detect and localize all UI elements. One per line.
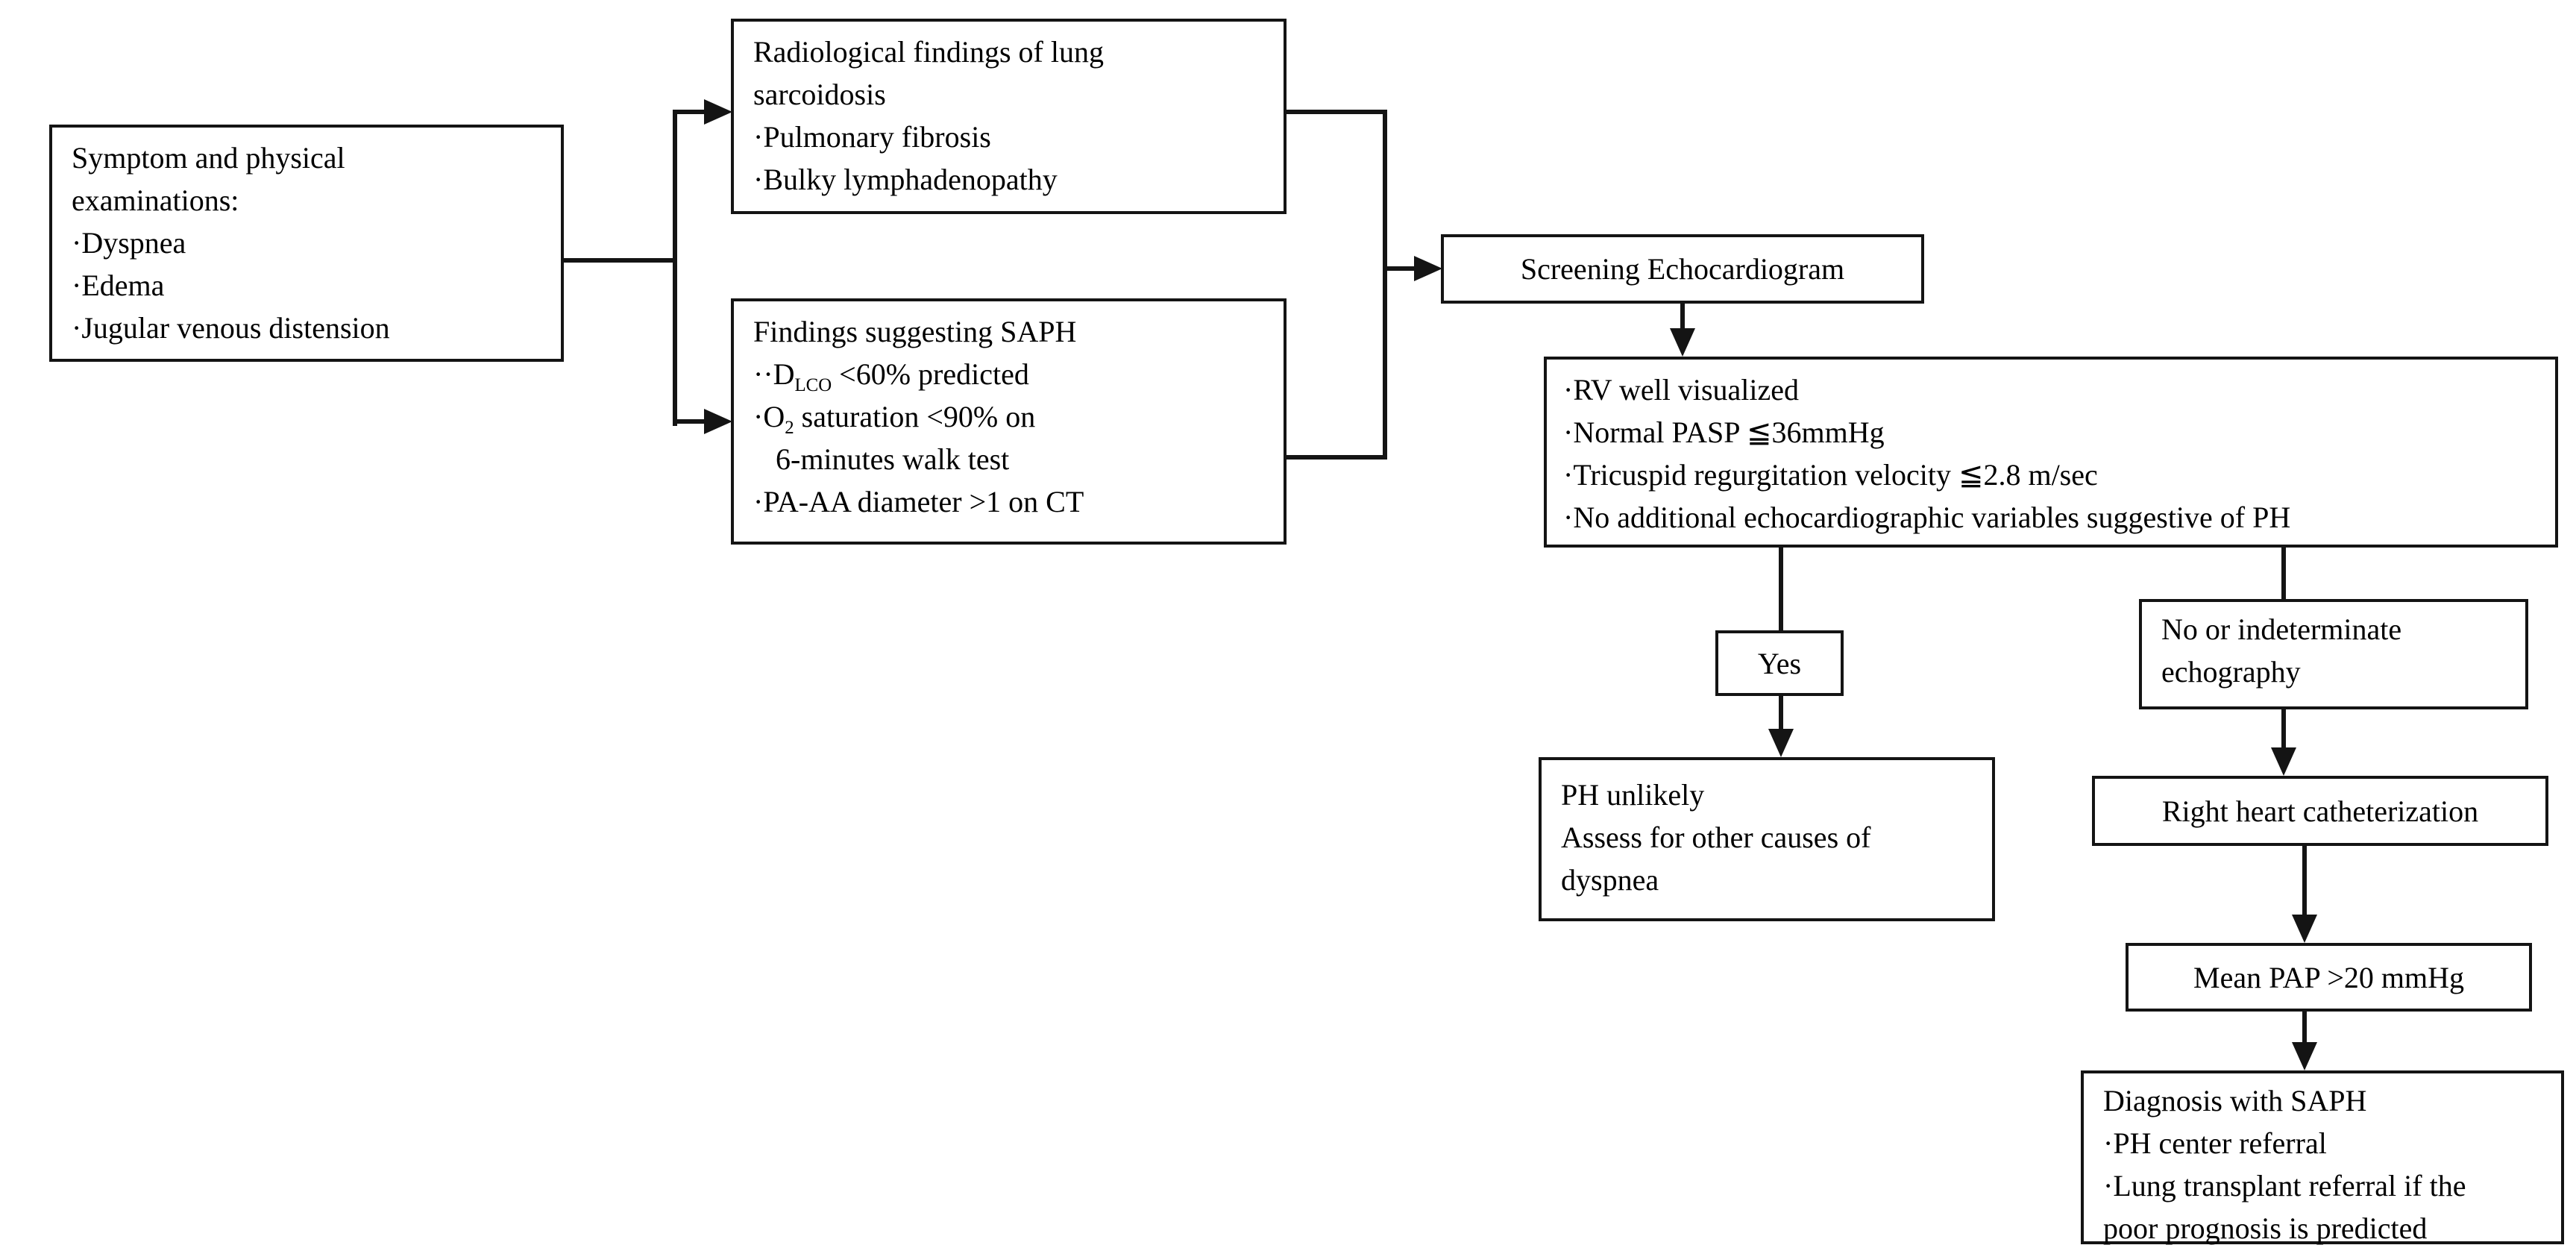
box-text-line: sarcoidosis (753, 78, 886, 111)
box-text-line: ·Jugular venous distension (72, 311, 390, 345)
connector-to-radiological (673, 110, 706, 114)
box-diagnosis-with-saph: Diagnosis with SAPH ·PH center referral ·L… (2081, 1070, 2564, 1245)
box-text-line: ·Pulmonary fibrosis (753, 120, 991, 154)
box-text-line: ·O2 saturation <90% on (753, 400, 1036, 438)
connector-symptoms-out (564, 258, 677, 263)
box-findings-suggesting-saph: Findings suggesting SAPH ··DLCO <60% pred… (731, 298, 1287, 545)
box-text-line: ·Dyspnea (72, 226, 186, 260)
box-yes: Yes (1715, 630, 1844, 696)
box-text-line: poor prognosis is predicted (2103, 1211, 2428, 1245)
box-text-line: ·Bulky lymphadenopathy (753, 163, 1058, 196)
box-text-line: ·RV well visualized (1563, 373, 1799, 407)
connector-echo-to-criteria (1680, 302, 1685, 330)
box-text-line: ·PH center referral (2103, 1126, 2327, 1160)
connector-no-to-rhc (2281, 708, 2286, 749)
connector-criteria-to-yes (1779, 546, 1783, 632)
box-text-line: ·PA-AA diameter >1 on CT (753, 485, 1084, 518)
box-text-line: Findings suggesting SAPH (753, 315, 1077, 348)
box-text-line: ·Edema (72, 269, 165, 302)
box-radiological-findings: Radiological findings of lung sarcoidosis… (731, 19, 1287, 214)
box-text-line: ·No additional echocardiographic variabl… (1563, 501, 2291, 534)
box-text-line: ·Tricuspid regurgitation velocity ≦2.8 m… (1563, 458, 2098, 492)
arrowhead-into-saph-findings-icon (704, 409, 732, 434)
connector-rhc-to-mean-pap (2302, 844, 2307, 916)
box-mean-pap: Mean PAP >20 mmHg (2126, 943, 2532, 1012)
connector-saph-findings-out (1287, 455, 1387, 460)
box-text-line: Symptom and physical (72, 141, 345, 175)
box-text-line: Screening Echocardiogram (1520, 252, 1845, 286)
box-text-line: Right heart catheterization (2161, 794, 2479, 828)
connector-radiological-out (1287, 110, 1387, 114)
box-text-line: Mean PAP >20 mmHg (2193, 960, 2464, 994)
arrowhead-into-criteria-icon (1670, 328, 1695, 357)
arrowhead-into-diagnosis-icon (2292, 1042, 2317, 1070)
arrowhead-into-mean-pap-icon (2292, 915, 2317, 943)
box-text-line: echography (2161, 655, 2301, 689)
box-text-line: 6-minutes walk test (753, 442, 1010, 476)
connector-criteria-to-no (2281, 546, 2286, 601)
arrowhead-into-ph-unlikely-icon (1768, 729, 1794, 757)
box-text-line: ·Lung transplant referral if the (2103, 1169, 2466, 1202)
connector-to-screening-echo (1383, 266, 1416, 271)
box-text-line: PH unlikely (1561, 778, 1705, 812)
box-text-line: dyspnea (1561, 863, 1659, 897)
box-right-heart-catheterization: Right heart catheterization (2092, 776, 2548, 846)
arrowhead-into-rhc-icon (2271, 747, 2296, 776)
box-symptom-physical-exam: Symptom and physical examinations: ·Dyspne… (49, 125, 564, 362)
box-text-line: ··DLCO <60% predicted (753, 357, 1029, 395)
box-screening-echocardiogram: Screening Echocardiogram (1441, 234, 1924, 304)
connector-split-vertical (673, 110, 677, 426)
connector-merge-vertical (1383, 110, 1387, 460)
box-no-or-indeterminate-echography: No or indeterminate echography (2139, 599, 2528, 709)
box-text-line: ·Normal PASP ≦36mmHg (1563, 416, 1885, 449)
box-text-line: Radiological findings of lung (753, 35, 1104, 69)
box-text-line: examinations: (72, 184, 239, 217)
box-text-line: Assess for other causes of (1561, 821, 1871, 854)
connector-yes-to-ph-unlikely (1779, 694, 1783, 730)
arrowhead-into-screening-echo-icon (1414, 256, 1442, 281)
connector-mean-pap-to-diagnosis (2302, 1010, 2307, 1044)
box-text-line: No or indeterminate (2161, 612, 2402, 646)
connector-to-saph-findings (673, 419, 706, 424)
box-echo-criteria: ·RV well visualized ·Normal PASP ≦36mmHg ·… (1544, 357, 2558, 548)
box-text-line: Diagnosis with SAPH (2103, 1084, 2367, 1117)
arrowhead-into-radiological-icon (704, 99, 732, 125)
box-text-line: Yes (1757, 646, 1802, 680)
